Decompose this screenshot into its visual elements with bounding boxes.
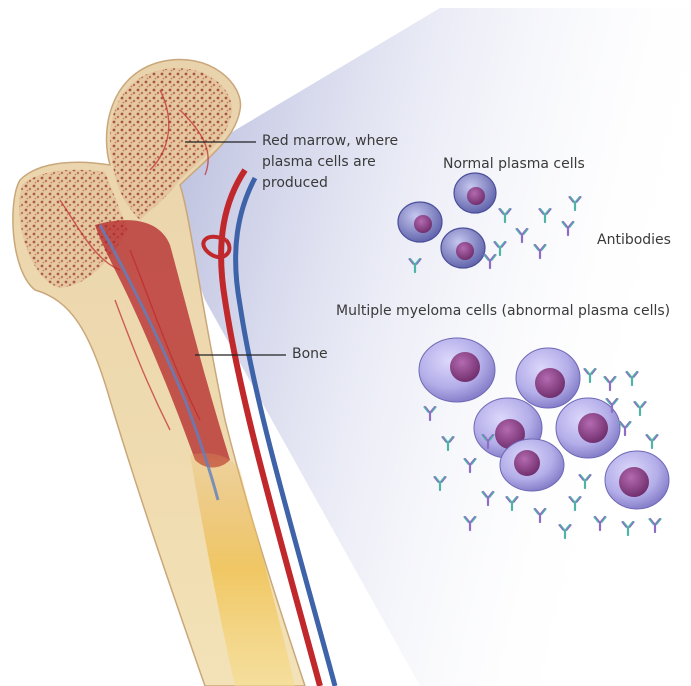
red-marrow-label-line1: Red marrow, where <box>262 131 398 152</box>
myeloma-cell <box>516 348 580 408</box>
bone-label: Bone <box>292 344 328 365</box>
red-marrow-label-line2: plasma cells are <box>262 152 398 173</box>
red-marrow-label: Red marrow, where plasma cells are produ… <box>262 131 398 194</box>
antibodies-label: Antibodies <box>597 230 671 251</box>
myeloma-cell <box>500 439 564 491</box>
normal-plasma-cells-label: Normal plasma cells <box>443 154 585 175</box>
myeloma-cell <box>419 338 495 402</box>
normal-plasma-cell <box>454 173 496 213</box>
myeloma-cell <box>605 451 669 509</box>
normal-plasma-cell <box>398 202 442 242</box>
red-marrow-label-line3: produced <box>262 173 398 194</box>
normal-plasma-cell <box>441 228 485 268</box>
myeloma-cells-label: Multiple myeloma cells (abnormal plasma … <box>336 301 670 322</box>
myeloma-cell <box>556 398 620 458</box>
